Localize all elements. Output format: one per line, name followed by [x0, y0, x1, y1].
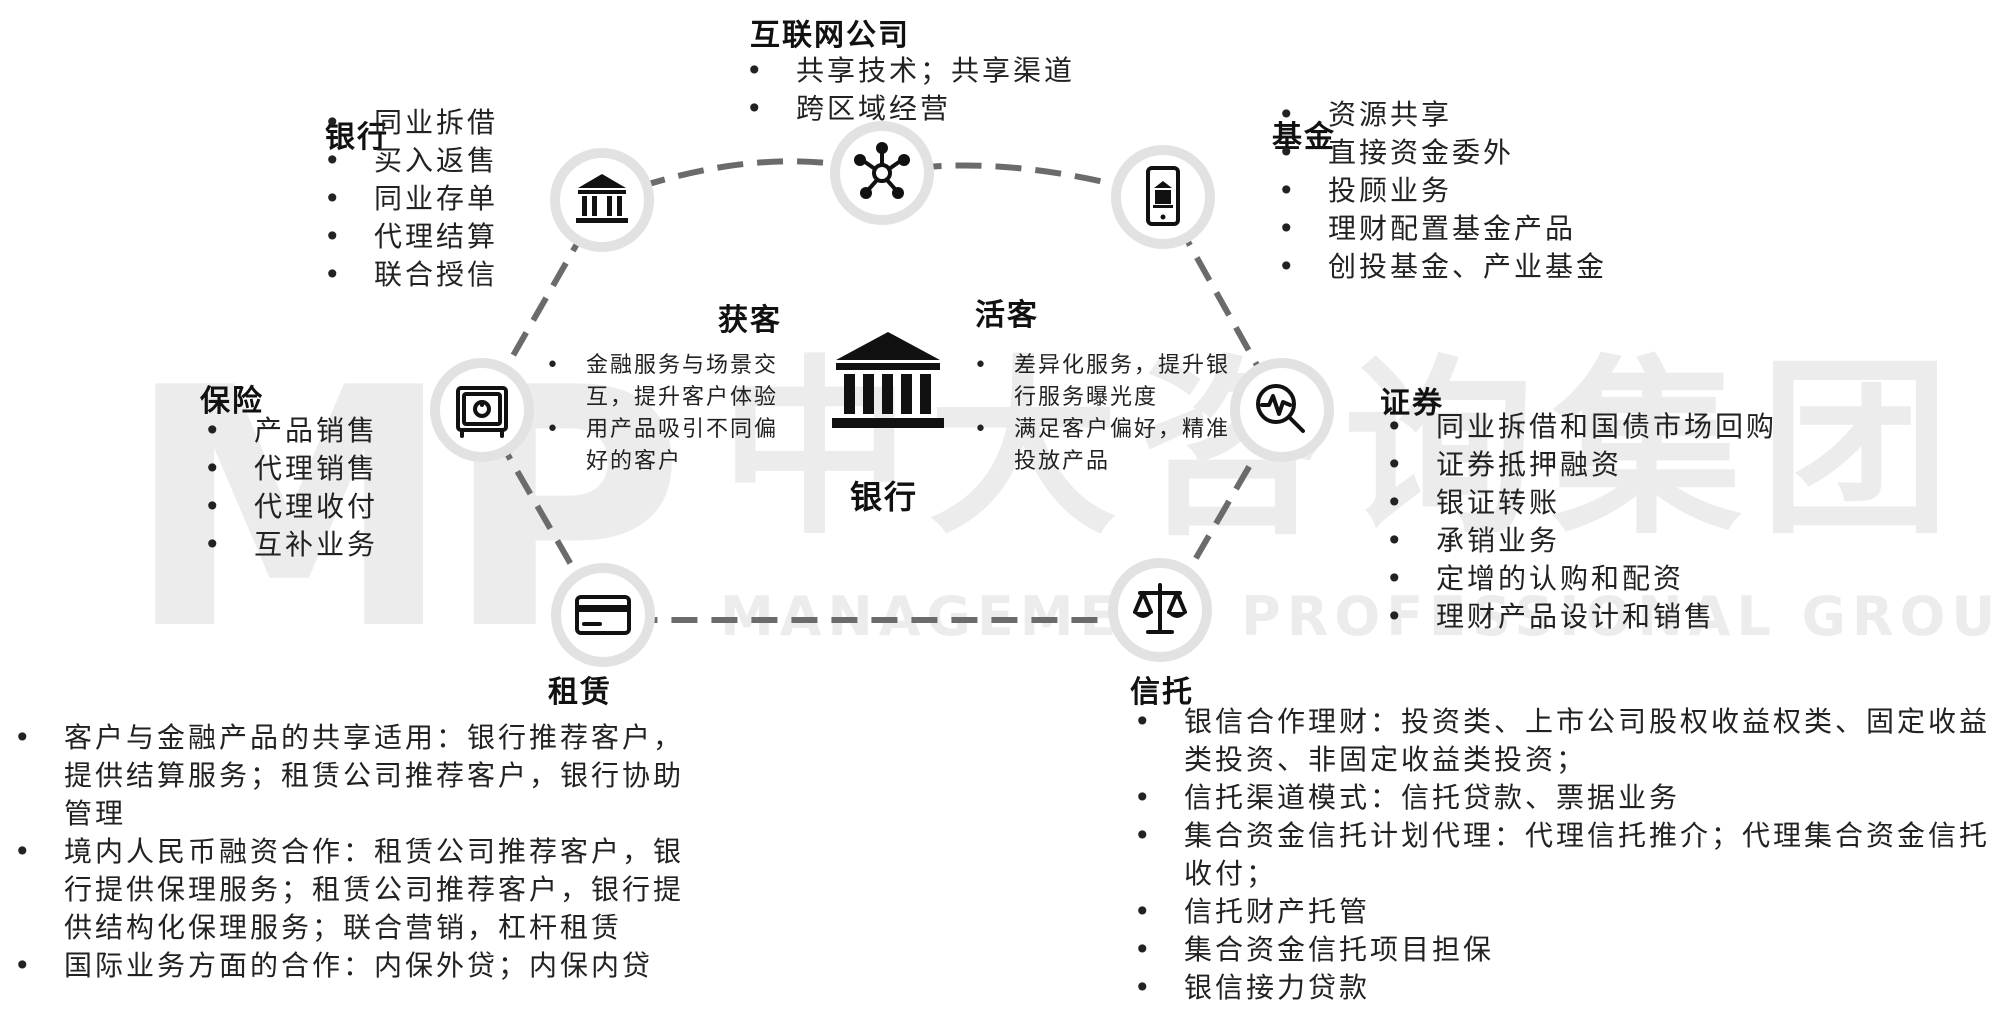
list-item: 证券抵押融资: [1380, 446, 1777, 484]
list-item: 同业存单: [318, 180, 498, 218]
list-item: 客户与金融产品的共享适用：银行推荐客户，提供结算服务；租赁公司推荐客户，银行协助…: [8, 719, 713, 833]
securities-list: 同业拆借和国债市场回购 证券抵押融资 银证转账 承销业务 定增的认购和配资 理财…: [1380, 408, 1777, 636]
list-item: 满足客户偏好，精准投放产品: [968, 414, 1230, 478]
list-item: 买入返售: [318, 142, 498, 180]
list-item: 同业拆借: [318, 104, 498, 142]
list-item: 国际业务方面的合作：内保外贷；内保内贷: [8, 947, 713, 985]
list-item: 产品销售: [198, 412, 378, 450]
list-item: 银证转账: [1380, 484, 1777, 522]
list-item: 共享技术；共享渠道: [740, 52, 1075, 90]
network-icon: [854, 142, 910, 199]
leasing-list: 客户与金融产品的共享适用：银行推荐客户，提供结算服务；租赁公司推荐客户，银行协助…: [8, 719, 713, 985]
list-item: 信托财产托管: [1128, 893, 1998, 931]
activate-title: 活客: [975, 298, 1039, 333]
center-bank-icon: [832, 332, 944, 428]
credit-card-icon: [575, 595, 631, 635]
leasing-title: 租赁: [548, 675, 612, 710]
fund-list: 资源共享 直接资金委外 投顾业务 理财配置基金产品 创投基金、产业基金: [1272, 96, 1607, 286]
list-item: 投顾业务: [1272, 172, 1607, 210]
list-item: 集合资金信托计划代理：代理信托推介；代理集合资金信托收付；: [1128, 817, 1998, 893]
list-item: 跨区域经营: [740, 90, 1075, 128]
list-item: 同业拆借和国债市场回购: [1380, 408, 1777, 446]
node-insurance[interactable]: [430, 358, 534, 462]
node-bank[interactable]: [550, 148, 654, 252]
trust-list: 银信合作理财：投资类、上市公司股权收益权类、固定收益类投资、非固定收益类投资； …: [1128, 703, 1998, 1007]
list-item: 承销业务: [1380, 522, 1777, 560]
node-securities[interactable]: [1230, 358, 1334, 462]
list-item: 银信合作理财：投资类、上市公司股权收益权类、固定收益类投资、非固定收益类投资；: [1128, 703, 1998, 779]
list-item: 金融服务与场景交互，提升客户体验: [540, 350, 798, 414]
list-item: 代理结算: [318, 218, 498, 256]
list-item: 互补业务: [198, 526, 378, 564]
list-item: 资源共享: [1272, 96, 1607, 134]
acquire-title: 获客: [718, 303, 782, 338]
center-label: 银行: [850, 478, 919, 516]
scales-icon: [1133, 583, 1187, 634]
acquire-list: 金融服务与场景交互，提升客户体验 用产品吸引不同偏好的客户: [540, 350, 798, 478]
node-trust[interactable]: [1108, 558, 1212, 662]
internet-title: 互联网公司: [750, 18, 910, 53]
internet-list: 共享技术；共享渠道 跨区域经营: [740, 52, 1075, 128]
list-item: 创投基金、产业基金: [1272, 248, 1607, 286]
safe-icon: [456, 386, 508, 438]
bank-list: 同业拆借 买入返售 同业存单 代理结算 联合授信: [318, 104, 498, 294]
magnifier-pulse-icon: [1256, 384, 1305, 433]
node-fund[interactable]: [1111, 145, 1215, 249]
activate-list: 差异化服务，提升银行服务曝光度 满足客户偏好，精准投放产品: [968, 350, 1230, 478]
node-internet[interactable]: [830, 121, 934, 225]
list-item: 银信接力贷款: [1128, 969, 1998, 1007]
node-leasing[interactable]: [551, 563, 655, 667]
list-item: 用产品吸引不同偏好的客户: [540, 414, 798, 478]
list-item: 代理销售: [198, 450, 378, 488]
list-item: 联合授信: [318, 256, 498, 294]
bank-icon: [576, 174, 628, 223]
list-item: 差异化服务，提升银行服务曝光度: [968, 350, 1230, 414]
list-item: 集合资金信托项目担保: [1128, 931, 1998, 969]
list-item: 理财配置基金产品: [1272, 210, 1607, 248]
list-item: 理财产品设计和销售: [1380, 598, 1777, 636]
mobile-bank-icon: [1146, 166, 1180, 226]
list-item: 定增的认购和配资: [1380, 560, 1777, 598]
list-item: 信托渠道模式：信托贷款、票据业务: [1128, 779, 1998, 817]
list-item: 直接资金委外: [1272, 134, 1607, 172]
list-item: 境内人民币融资合作：租赁公司推荐客户，银行提供保理服务；租赁公司推荐客户，银行提…: [8, 833, 713, 947]
insurance-list: 产品销售 代理销售 代理收付 互补业务: [198, 412, 378, 564]
list-item: 代理收付: [198, 488, 378, 526]
